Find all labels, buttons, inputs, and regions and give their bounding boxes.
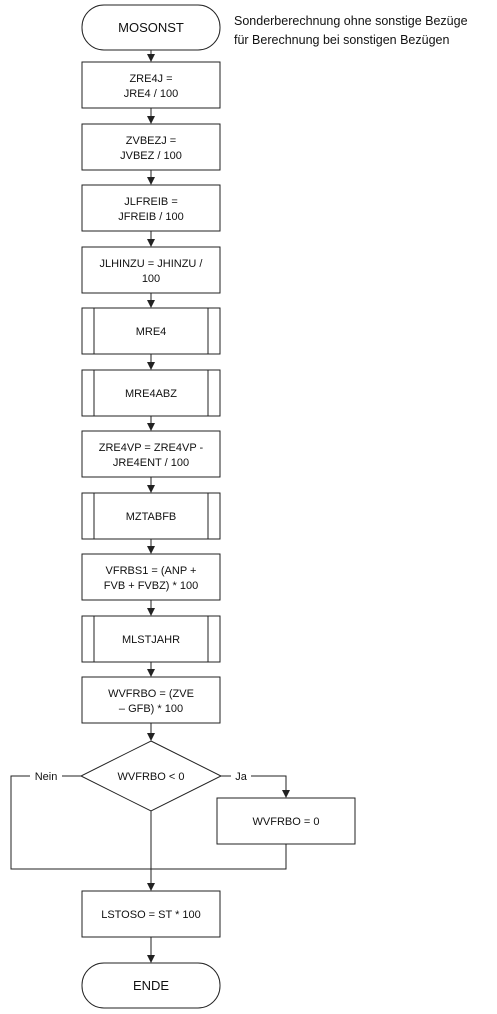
step-zre4vp: ZRE4VP = ZRE4VP - JRE4ENT / 100: [81, 430, 221, 478]
step-mlstjahr: MLSTJAHR: [81, 615, 221, 663]
annotation-line-1: Sonderberechnung ohne sonstige Bezüge: [234, 14, 468, 28]
step-text-zre4j-1: JRE4 / 100: [124, 88, 178, 100]
start-label: MOSONST: [118, 20, 184, 35]
step-vfrbs1: VFRBS1 = (ANP + FVB + FVBZ) * 100: [81, 553, 221, 601]
step-jlhinzu: JLHINZU = JHINZU / 100: [81, 246, 221, 294]
end-terminal: ENDE: [81, 962, 221, 1009]
step-mre4: MRE4: [81, 307, 221, 355]
step-mre4abz: MRE4ABZ: [81, 369, 221, 417]
step-text-wvfrbo-1: – GFB) * 100: [119, 703, 183, 715]
step-text-wvfrbo-0: WVFRBO = (ZVE: [108, 688, 194, 700]
yes-action-label: WVFRBO = 0: [253, 816, 320, 828]
start-terminal: MOSONST: [81, 4, 221, 51]
decision-diamond: WVFRBO < 0: [79, 740, 223, 812]
step-box-vfrbs1: [81, 553, 221, 601]
step-box-mre4: [81, 307, 221, 355]
step-text-jlfreib-0: JLFREIB =: [124, 196, 178, 208]
step-box-mztabfb: [81, 492, 221, 540]
step-box-jlfreib: [81, 184, 221, 232]
step-mztabfb: MZTABFB: [81, 492, 221, 540]
final-step: LSTOSO = ST * 100: [81, 890, 221, 938]
step-text-mre4-0: MRE4: [136, 326, 167, 338]
yes-action-box: [216, 797, 356, 845]
decision-label: WVFRBO < 0: [118, 771, 185, 783]
step-box-zre4j: [81, 61, 221, 109]
final-step-label: LSTOSO = ST * 100: [101, 909, 201, 921]
no-branch: Nein: [10, 769, 151, 870]
step-text-mztabfb-0: MZTABFB: [126, 511, 177, 523]
step-jlfreib: JLFREIB = JFREIB / 100: [81, 184, 221, 232]
step-text-zre4vp-0: ZRE4VP = ZRE4VP -: [99, 442, 204, 454]
step-zre4j: ZRE4J = JRE4 / 100: [81, 61, 221, 109]
step-zvbezj: ZVBEZJ = JVBEZ / 100: [81, 123, 221, 171]
step-box-zre4vp: [81, 430, 221, 478]
step-text-vfrbs1-0: VFRBS1 = (ANP +: [106, 565, 197, 577]
step-text-vfrbs1-1: FVB + FVBZ) * 100: [104, 580, 198, 592]
step-text-zvbezj-0: ZVBEZJ =: [126, 135, 176, 147]
step-wvfrbo: WVFRBO = (ZVE – GFB) * 100: [81, 676, 221, 724]
yes-branch: Ja WVFRBO = 0: [151, 769, 356, 870]
step-text-mlstjahr-0: MLSTJAHR: [122, 634, 180, 646]
step-box-zvbezj: [81, 123, 221, 171]
end-label: ENDE: [133, 978, 169, 993]
step-text-zvbezj-1: JVBEZ / 100: [120, 150, 182, 162]
step-text-zre4vp-1: JRE4ENT / 100: [113, 457, 189, 469]
step-text-jlfreib-1: JFREIB / 100: [118, 211, 183, 223]
step-text-jlhinzu-0: JLHINZU = JHINZU /: [100, 258, 204, 270]
step-text-jlhinzu-1: 100: [142, 273, 160, 285]
no-label: Nein: [35, 771, 58, 783]
step-text-mre4abz-0: MRE4ABZ: [125, 388, 177, 400]
yes-label: Ja: [235, 771, 248, 783]
step-box-jlhinzu: [81, 246, 221, 294]
step-text-zre4j-0: ZRE4J =: [129, 73, 172, 85]
step-box-wvfrbo: [81, 676, 221, 724]
annotation-line-2: für Berechnung bei sonstigen Bezügen: [234, 33, 449, 47]
